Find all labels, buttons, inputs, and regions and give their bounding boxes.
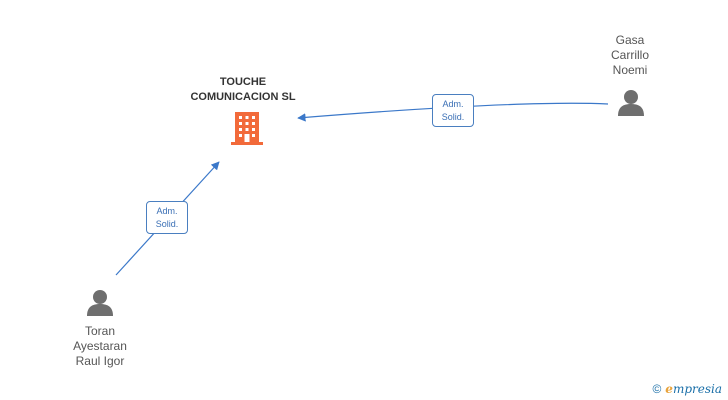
person-label-toran[interactable]: Toran Ayestaran Raul Igor — [58, 324, 142, 369]
person-name-line: Toran — [84, 324, 116, 338]
relation-role-line: Adm. — [442, 99, 464, 109]
company-name-line2: COMUNICACION SL — [190, 91, 296, 103]
person-name-line: Raul Igor — [75, 354, 125, 368]
building-icon[interactable] — [231, 112, 263, 145]
relation-role-line: Solid. — [155, 219, 179, 229]
person-name-line: Noemi — [612, 63, 648, 77]
brand-initial: e — [665, 382, 673, 396]
edge-gasa-to-company — [297, 102, 609, 122]
person-name-line: Gasa — [615, 33, 645, 47]
person-name-line: Carrillo — [610, 48, 649, 62]
company-name-line1: TOUCHE — [219, 76, 267, 88]
relation-badge-gasa[interactable]: Adm. Solid. — [432, 94, 474, 127]
relation-badge-toran[interactable]: Adm. Solid. — [146, 201, 188, 234]
relation-role-line: Adm. — [156, 206, 178, 216]
person-label-gasa[interactable]: Gasa Carrillo Noemi — [590, 33, 670, 78]
empresia-watermark: ©empresia — [652, 382, 722, 396]
copyright-symbol: © — [652, 382, 662, 396]
person-name-line: Ayestaran — [73, 339, 127, 353]
relation-role-line: Solid. — [441, 112, 465, 122]
company-name[interactable]: TOUCHE COMUNICACION SL — [168, 75, 318, 105]
person-icon[interactable] — [618, 90, 644, 116]
person-icon[interactable] — [87, 290, 113, 316]
brand-name: mpresia — [672, 382, 722, 396]
